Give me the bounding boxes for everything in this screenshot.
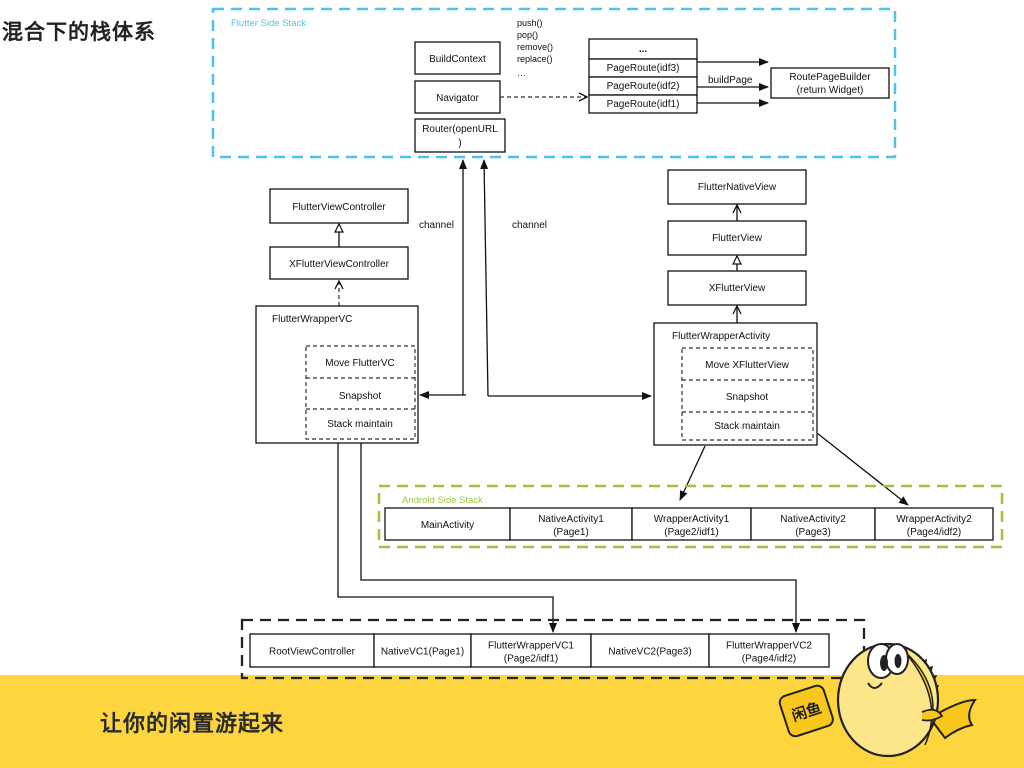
ios-stack-cell: FlutterWrapperVC1 (Page2/idf1) <box>470 633 592 668</box>
ios-stack-border <box>240 618 866 680</box>
page-route-idf3: PageRoute(idf3) <box>607 63 680 74</box>
activity-to-wrapper1-arrow <box>679 445 706 501</box>
activity-to-wrapper2-arrow <box>816 432 909 506</box>
page-route-idf1: PageRoute(idf1) <box>607 99 680 110</box>
channel-left-label: channel <box>419 220 454 231</box>
android-stack-label: Android Side Stack <box>402 495 483 506</box>
x-flutter-view-label: XFlutterView <box>709 283 766 294</box>
android-stack-cell-subtitle: (Page4/idf2) <box>907 527 961 538</box>
channel-right-up-arrow <box>480 159 489 397</box>
build-context-box: BuildContext <box>414 41 501 75</box>
ios-stack-cell: FlutterWrapperVC2 (Page4/idf2) <box>708 633 830 668</box>
channels: channel channel <box>419 159 652 400</box>
ios-stack-cell-title: NativeVC1(Page1) <box>381 647 464 658</box>
ios-stack-cell: NativeVC1(Page1) <box>373 633 472 668</box>
ios-stack-cell-title: RootViewController <box>269 647 356 658</box>
flutter-native-view-box: FlutterNativeView <box>667 169 807 205</box>
method-more: … <box>517 68 526 78</box>
android-stack-cell: NativeActivity1 (Page1) <box>509 507 633 541</box>
ios-side: FlutterViewController XFlutterViewContro… <box>255 188 419 444</box>
flutter-native-view-label: FlutterNativeView <box>698 182 777 193</box>
navigator-label: Navigator <box>436 93 479 104</box>
ios-stack-cell-subtitle: (Page2/idf1) <box>504 654 558 665</box>
ios-stack-cell: NativeVC2(Page3) <box>590 633 710 668</box>
android-stack-cell-title: WrapperActivity2 <box>896 514 972 525</box>
ios-wrapper-item-stack: Stack maintain <box>327 419 393 430</box>
method-remove: remove() <box>517 42 553 52</box>
ios-wrapper-item-snapshot: Snapshot <box>339 391 381 402</box>
xianyu-mascot-icon: 闲鱼 <box>778 642 977 758</box>
page-route-ellipsis: ... <box>639 44 648 55</box>
android-wrapper-item-move: Move XFlutterView <box>705 360 790 371</box>
flutter-side-stack: Flutter Side Stack BuildContext Navigato… <box>211 7 897 159</box>
android-stack-cell: WrapperActivity1 (Page2/idf1) <box>631 507 752 541</box>
android-side: FlutterNativeView FlutterView XFlutterVi… <box>653 169 909 506</box>
build-page-label: buildPage <box>708 75 753 86</box>
router-box: Router(openURL ) <box>414 118 506 153</box>
android-stack-cell: MainActivity <box>384 507 511 541</box>
route-page-builder-line2: (return Widget) <box>797 85 864 96</box>
method-pop: pop() <box>517 30 538 40</box>
x-flutter-view-controller-label: XFlutterViewController <box>289 259 390 270</box>
x-flutter-view-controller-box: XFlutterViewController <box>269 246 409 280</box>
android-stack-cell-title: MainActivity <box>421 520 474 531</box>
footer-slogan: 让你的闲置游起来 <box>100 712 285 737</box>
navigator-box: Navigator <box>414 80 501 114</box>
flutter-view-label: FlutterView <box>712 233 763 244</box>
android-stack-cell-title: WrapperActivity1 <box>654 514 730 525</box>
method-push: push() <box>517 18 543 28</box>
route-page-builder-box: RoutePageBuilder (return Widget) <box>770 67 890 99</box>
ios-stack-cell-title: FlutterWrapperVC2 <box>726 641 812 652</box>
channel-left-up-arrow <box>459 159 467 396</box>
ios-stack-cell-subtitle: (Page4/idf2) <box>742 654 796 665</box>
vc-to-wrapper-vc2-arrow <box>360 443 800 633</box>
build-context-label: BuildContext <box>429 54 486 65</box>
android-stack-cell: WrapperActivity2 (Page4/idf2) <box>874 507 994 541</box>
flutter-view-box: FlutterView <box>667 220 807 256</box>
flutter-stack-label: Flutter Side Stack <box>231 18 306 29</box>
ios-stack-cell: RootViewController <box>249 633 375 668</box>
x-flutter-view-box: XFlutterView <box>667 270 807 306</box>
channel-right-label: channel <box>512 220 547 231</box>
android-stack-cell-subtitle: (Page1) <box>553 527 589 538</box>
vc-to-wrapper-vc1-arrow <box>337 443 557 633</box>
router-label-line1: Router(openURL <box>422 124 498 135</box>
flutter-wrapper-activity-box: FlutterWrapperActivity Move XFlutterView… <box>653 322 818 446</box>
ios-stack-cell-title: FlutterWrapperVC1 <box>488 641 574 652</box>
flutter-stack-border <box>211 7 897 159</box>
route-page-builder-line1: RoutePageBuilder <box>789 72 871 83</box>
navigator-methods: push() pop() remove() replace() … <box>517 18 553 78</box>
android-wrapper-item-snapshot: Snapshot <box>726 392 768 403</box>
android-stack-cell-subtitle: (Page3) <box>795 527 831 538</box>
flutter-wrapper-vc-title: FlutterWrapperVC <box>272 314 352 325</box>
flutter-wrapper-activity-title: FlutterWrapperActivity <box>672 331 770 342</box>
flutter-wrapper-vc-box: FlutterWrapperVC Move FlutterVC Snapshot… <box>255 305 419 444</box>
xianyu-badge: 闲鱼 <box>778 684 834 738</box>
android-stack-cell: NativeActivity2 (Page3) <box>750 507 876 541</box>
page-title: 混合下的栈体系 <box>2 20 156 44</box>
flutter-view-controller-box: FlutterViewController <box>269 188 409 224</box>
android-stack-cell-title: NativeActivity1 <box>538 514 604 525</box>
android-stack-cell-subtitle: (Page2/idf1) <box>664 527 718 538</box>
ios-stack-cell-title: NativeVC2(Page3) <box>608 647 691 658</box>
ios-side-stack: RootViewController NativeVC1(Page1) Flutte… <box>240 618 866 680</box>
android-stack-border <box>377 484 1004 549</box>
ios-wrapper-item-move: Move FlutterVC <box>325 358 394 369</box>
android-wrapper-item-stack: Stack maintain <box>714 421 780 432</box>
page-route-stack: ... PageRoute(idf3) PageRoute(idf2) Page… <box>588 38 698 114</box>
android-side-stack: Android Side Stack MainActivity NativeAct… <box>377 484 1004 549</box>
android-stack-cell-title: NativeActivity2 <box>780 514 846 525</box>
page-route-idf2: PageRoute(idf2) <box>607 81 680 92</box>
flutter-view-controller-label: FlutterViewController <box>292 202 386 213</box>
method-replace: replace() <box>517 54 553 64</box>
router-label-line2: ) <box>458 138 461 149</box>
